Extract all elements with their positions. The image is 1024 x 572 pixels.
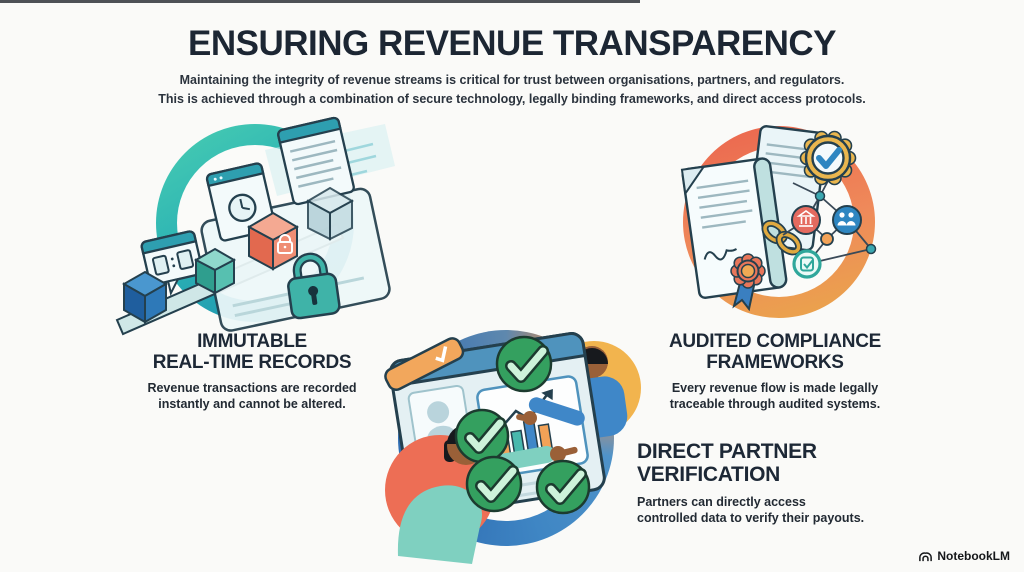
lock-glyph-icon (277, 234, 293, 254)
network-node-dot (865, 243, 877, 255)
partners-node-icon (832, 205, 862, 235)
brand-label: NotebookLM (937, 549, 1010, 563)
section-title-line: IMMUTABLE (197, 331, 307, 352)
subtitle-line-1: Maintaining the integrity of revenue str… (179, 73, 845, 87)
clipboard-check-node-icon (792, 249, 822, 279)
notebooklm-logo-icon (919, 552, 933, 562)
certified-documents-network-illustration (680, 125, 877, 312)
section-direct-partner: DIRECT PARTNER VERIFICATION Partners can… (637, 440, 872, 526)
network-node-dot (814, 190, 826, 202)
partner-person-right-arm (516, 397, 585, 426)
avatar (427, 401, 450, 424)
blockchain-lock-illustration (115, 116, 395, 336)
section-title-line: DIRECT PARTNER (637, 440, 817, 463)
section-description: Every revenue flow is made legally trace… (669, 381, 881, 411)
section-description: Partners can directly access controlled … (637, 495, 865, 525)
block-cube-coral-lock (246, 211, 300, 271)
block-cube-teal (193, 247, 237, 295)
top-edge-line (0, 0, 640, 3)
section-title-line: FRAMEWORKS (706, 352, 844, 373)
person-hand (550, 446, 566, 462)
speech-bubble-tail (166, 277, 180, 297)
person-body (397, 485, 482, 564)
block-cube-blue (121, 270, 169, 324)
notebooklm-watermark: NotebookLM (918, 549, 1010, 563)
browser-window-messages (140, 230, 204, 297)
check-icon (454, 408, 510, 464)
section-immutable-records: IMMUTABLE REAL-TIME RECORDS Revenue tran… (92, 331, 412, 412)
chain-links-icon (761, 219, 803, 256)
section-audited-compliance: AUDITED COMPLIANCE FRAMEWORKS Every reve… (615, 331, 935, 412)
padlock-icon (287, 252, 341, 320)
approved-tag (384, 337, 465, 391)
section-title-line: AUDITED COMPLIANCE (668, 331, 882, 352)
header: ENSURING REVENUE TRANSPARENCY Maintainin… (0, 24, 1024, 107)
check-icon (535, 459, 591, 515)
network-node-dot-orange (820, 232, 834, 246)
section-title: AUDITED COMPLIANCE FRAMEWORKS (615, 331, 935, 373)
section-title-line: REAL-TIME RECORDS (152, 352, 352, 373)
subtitle-line-2: This is achieved through a combination o… (158, 91, 866, 106)
section-description: Revenue transactions are recorded instan… (147, 381, 357, 411)
verified-badge-icon (799, 130, 857, 186)
block-cube-glass (305, 186, 355, 241)
certificate-seal (730, 253, 766, 312)
page-title: ENSURING REVENUE TRANSPARENCY (188, 24, 837, 63)
section-title: DIRECT PARTNER VERIFICATION (637, 440, 872, 486)
bank-node-icon (791, 205, 821, 235)
section-title: IMMUTABLE REAL-TIME RECORDS (92, 331, 412, 373)
partner-dashboard-verification-illustration (384, 332, 641, 564)
section-title-line: VERIFICATION (637, 463, 781, 486)
signature-glyph (703, 248, 738, 261)
check-icon (495, 335, 553, 393)
check-icon (465, 455, 523, 513)
